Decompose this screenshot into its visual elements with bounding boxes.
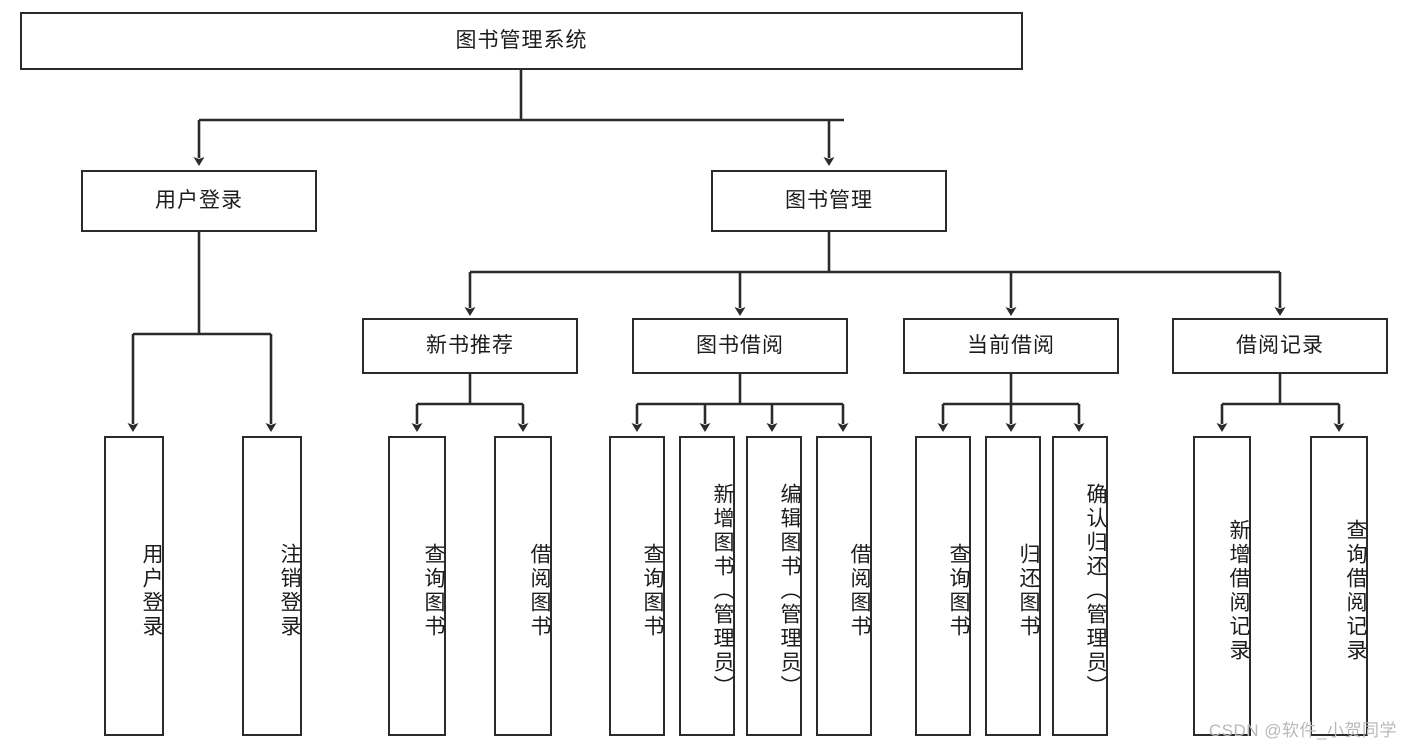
node-label: 查询图书 xyxy=(641,543,664,639)
node-label: 查询图书 xyxy=(422,543,445,639)
leaf-book-borrow-add[interactable]: 新增图书（管理员） xyxy=(679,436,735,736)
node-label: 查询借阅记录 xyxy=(1344,519,1367,663)
node-label: 用户登录 xyxy=(140,543,163,639)
node-label: 确认归还（管理员） xyxy=(1084,483,1107,699)
node-label: 查询图书 xyxy=(947,543,970,639)
node-book-management[interactable]: 图书管理 xyxy=(711,170,947,232)
node-current-borrow[interactable]: 当前借阅 xyxy=(903,318,1119,374)
node-label: 图书管理 xyxy=(785,189,873,213)
node-label: 注销登录 xyxy=(278,543,301,639)
leaf-book-borrow-edit[interactable]: 编辑图书（管理员） xyxy=(746,436,802,736)
node-label: 新增借阅记录 xyxy=(1227,519,1250,663)
node-label: 借阅记录 xyxy=(1236,334,1324,358)
node-label: 用户登录 xyxy=(155,189,243,213)
leaf-user-login-logout[interactable]: 注销登录 xyxy=(242,436,302,736)
node-label: 新书推荐 xyxy=(426,334,514,358)
leaf-current-borrow-query[interactable]: 查询图书 xyxy=(915,436,971,736)
node-user-login[interactable]: 用户登录 xyxy=(81,170,317,232)
leaf-borrow-record-query[interactable]: 查询借阅记录 xyxy=(1310,436,1368,736)
watermark: CSDN @软件_小贺同学 xyxy=(1208,721,1397,740)
node-label: 图书借阅 xyxy=(696,334,784,358)
leaf-book-borrow-query[interactable]: 查询图书 xyxy=(609,436,665,736)
node-borrow-record[interactable]: 借阅记录 xyxy=(1172,318,1388,374)
leaf-new-book-borrow[interactable]: 借阅图书 xyxy=(494,436,552,736)
node-label: 当前借阅 xyxy=(967,334,1055,358)
leaf-current-borrow-confirm[interactable]: 确认归还（管理员） xyxy=(1052,436,1108,736)
node-new-book-recommend[interactable]: 新书推荐 xyxy=(362,318,578,374)
leaf-book-borrow-borrow[interactable]: 借阅图书 xyxy=(816,436,872,736)
node-label: 借阅图书 xyxy=(848,543,871,639)
node-label: 编辑图书（管理员） xyxy=(778,483,801,699)
node-label: 归还图书 xyxy=(1017,543,1040,639)
node-root-system[interactable]: 图书管理系统 xyxy=(20,12,1023,70)
node-label: 新增图书（管理员） xyxy=(711,483,734,699)
leaf-borrow-record-add[interactable]: 新增借阅记录 xyxy=(1193,436,1251,736)
node-label: 借阅图书 xyxy=(528,543,551,639)
leaf-user-login-login[interactable]: 用户登录 xyxy=(104,436,164,736)
leaf-current-borrow-return[interactable]: 归还图书 xyxy=(985,436,1041,736)
node-label: 图书管理系统 xyxy=(455,29,588,53)
leaf-new-book-query[interactable]: 查询图书 xyxy=(388,436,446,736)
node-book-borrow[interactable]: 图书借阅 xyxy=(632,318,848,374)
